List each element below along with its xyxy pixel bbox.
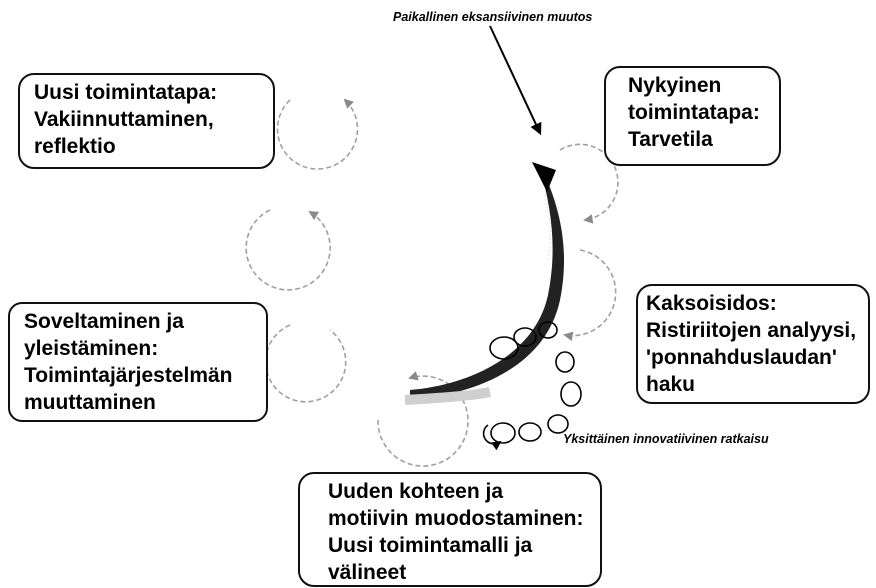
box-line: Soveltaminen ja — [24, 308, 266, 335]
box-line: yleistäminen: — [24, 335, 266, 362]
stage-box-uusi-toimintatapa: Uusi toimintatapa: Vakiinnuttaminen, ref… — [18, 73, 275, 169]
expansive-change-arrow — [405, 162, 564, 400]
box-line: Uuden kohteen ja — [328, 478, 600, 505]
box-line: reflektio — [34, 133, 273, 160]
label-single-innovative-solution: Yksittäinen innovatiivinen ratkaisu — [563, 432, 769, 446]
box-line: Uusi toimintamalli ja — [328, 532, 600, 559]
box-line: motiivin muodostaminen: — [328, 505, 600, 532]
box-line: Kaksoisidos: — [646, 290, 868, 317]
box-line: Tarvetila — [628, 126, 779, 153]
cycle-arc-left-lower — [266, 325, 346, 402]
stage-box-kaksoisidos: Kaksoisidos: Ristiriitojen analyysi, 'po… — [636, 284, 870, 404]
cycle-arc-top-left — [278, 100, 358, 169]
box-line: 'ponnahduslaudan' — [646, 344, 868, 371]
stage-box-nykyinen-toimintatapa: Nykyinen toimintatapa: Tarvetila — [604, 66, 781, 166]
box-line: Nykyinen — [628, 72, 779, 99]
box-line: muuttaminen — [24, 389, 266, 416]
box-line: Vakiinnuttaminen, — [34, 106, 273, 133]
box-line: Ristiriitojen analyysi, — [646, 317, 868, 344]
box-line: Uusi toimintatapa: — [34, 79, 273, 106]
box-line: haku — [646, 371, 868, 398]
label-local-expansive-change: Paikallinen eksansiivinen muutos — [393, 10, 592, 24]
stage-box-uuden-kohteen: Uuden kohteen ja motiivin muodostaminen:… — [298, 472, 602, 587]
box-line: välineet — [328, 559, 600, 586]
stage-box-soveltaminen: Soveltaminen ja yleistäminen: Toimintajä… — [8, 302, 268, 422]
box-line: Toimintajärjestelmän — [24, 362, 266, 389]
cycle-arc-left-upper — [246, 210, 330, 290]
top-label-pointer — [490, 26, 540, 133]
box-line: toimintatapa: — [628, 99, 779, 126]
cycle-arc-right-lower — [565, 250, 616, 336]
